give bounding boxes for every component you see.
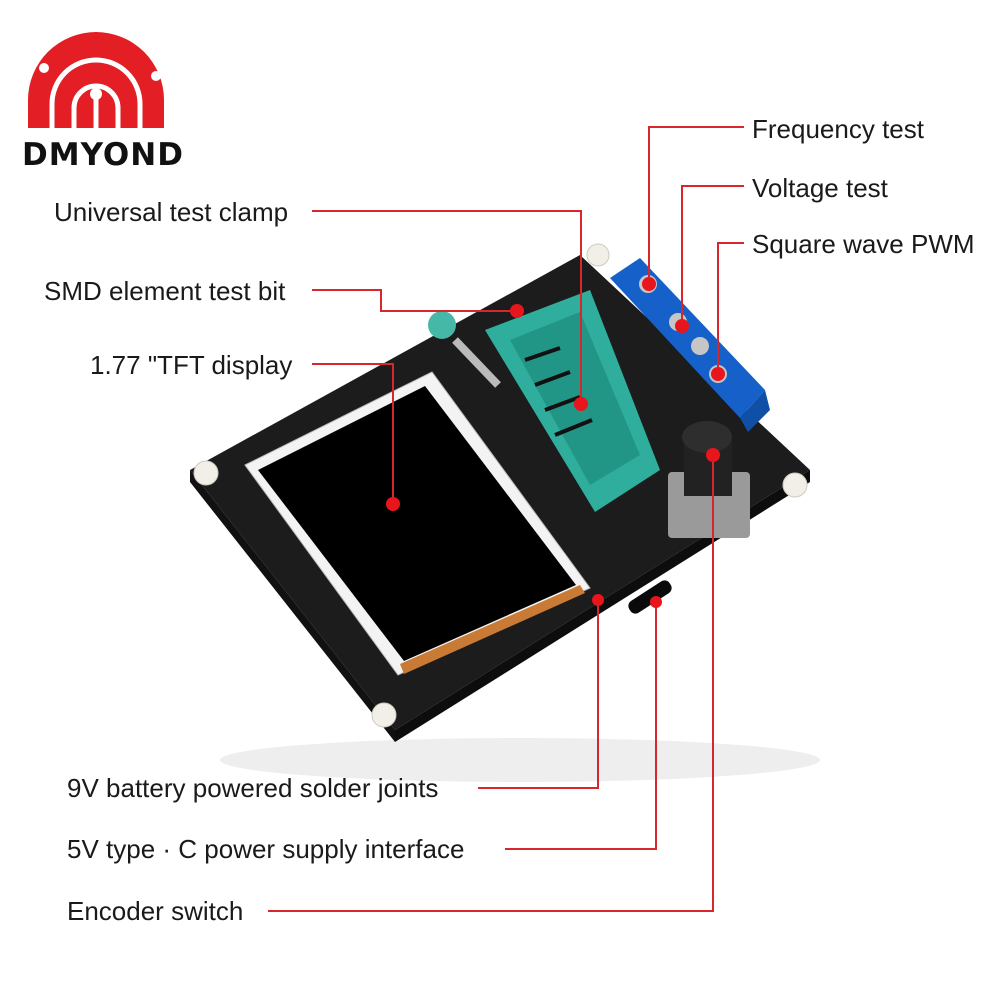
brand-logo [28, 32, 164, 128]
label-encoder-switch: Encoder switch [67, 896, 244, 926]
label-frequency-test: Frequency test [752, 114, 924, 144]
label-smd-element-test-bit: SMD element test bit [44, 276, 286, 306]
label-universal-test-clamp: Universal test clamp [54, 197, 289, 227]
callout-dots [386, 277, 725, 608]
label-tft-display: 1.77 "TFT display [90, 350, 293, 380]
tft-display [244, 371, 591, 676]
zif-socket [428, 290, 660, 512]
label-square-wave-pwm: Square wave PWM [752, 229, 975, 259]
encoder-knob [668, 421, 750, 538]
label-voltage-test: Voltage test [752, 173, 888, 203]
label-type-c-interface: 5V type · C power supply interface [67, 834, 465, 864]
leader-lines [268, 126, 744, 912]
tester-board [190, 243, 820, 782]
type-c-port [628, 580, 672, 614]
label-battery-solder-joints: 9V battery powered solder joints [67, 773, 439, 803]
brand-name: DMYOND [22, 137, 184, 173]
